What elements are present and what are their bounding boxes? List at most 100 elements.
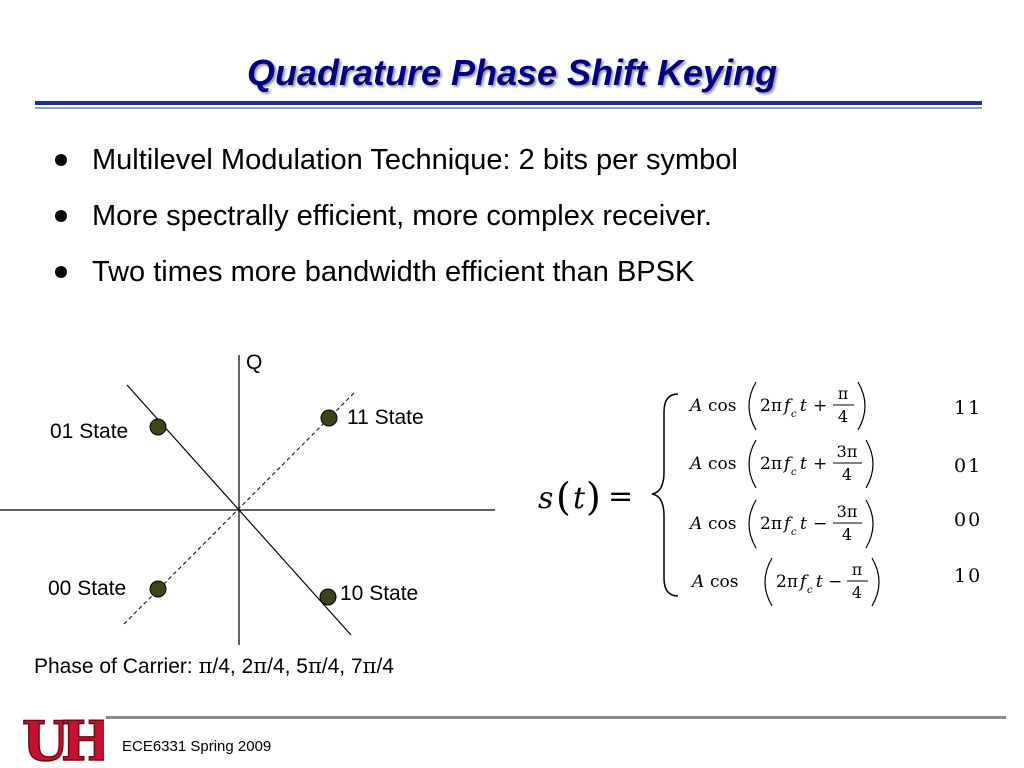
phase-sep: /4, [212, 655, 242, 678]
pi-symbol: π [253, 654, 268, 678]
lhs-t: t [573, 481, 586, 516]
state-11-label: 11 State [347, 406, 424, 429]
state-01-label: 01 State [50, 420, 129, 443]
frac-num: 3π [837, 502, 858, 521]
close-paren [865, 439, 874, 489]
freq-f: f [782, 514, 793, 534]
phase-num: 5 [296, 655, 308, 678]
bullet-item: Multilevel Modulation Technique: 2 bits … [52, 132, 738, 188]
frac-den: 4 [842, 465, 852, 484]
left-brace [651, 393, 679, 597]
open-paren [748, 381, 757, 431]
freq-sub: c [791, 409, 797, 420]
frac-den: 4 [852, 583, 862, 602]
footer-rule [106, 716, 1006, 719]
freq-sub: c [791, 527, 797, 538]
bullet-list: Multilevel Modulation Technique: 2 bits … [52, 132, 738, 300]
freq-sub: c [791, 467, 797, 478]
sign: + [813, 454, 827, 474]
q-axis-label: Q [246, 351, 263, 374]
pi-symbol: π [362, 654, 377, 678]
title-underline [35, 101, 982, 105]
two-pi: 2π [760, 396, 782, 416]
lhs-open-paren: ( [556, 475, 571, 519]
sign: − [828, 572, 842, 592]
qpsk-equation: s ( t ) = A cos 2π f c t + π 4 11 A cos … [538, 381, 982, 607]
frac-num: π [838, 384, 849, 403]
close-paren [865, 499, 874, 549]
lhs-close-paren: ) [586, 475, 601, 519]
time-t: t [800, 514, 807, 534]
sign: + [813, 396, 827, 416]
equation-row: A cos 2π f c t − π 4 10 [690, 557, 982, 607]
time-t: t [800, 454, 807, 474]
bullet-text: Two times more bandwidth efficient than … [92, 256, 695, 288]
phase-prefix: Phase of Carrier: [34, 655, 199, 678]
bits-label: 00 [954, 509, 982, 531]
time-t: t [800, 396, 807, 416]
phase-num: 7 [350, 655, 363, 678]
cos-text: cos [710, 572, 738, 592]
phase-caption: Phase of Carrier: π/4, 2π/4, 5π/4, 7π/4 [34, 654, 394, 679]
cos-text: cos [708, 514, 736, 534]
bits-label: 01 [954, 455, 982, 477]
bullet-item: Two times more bandwidth efficient than … [52, 244, 738, 300]
pi-symbol: π [307, 654, 322, 678]
bullet-text: Multilevel Modulation Technique: 2 bits … [92, 144, 738, 176]
freq-f: f [782, 396, 793, 416]
constellation-diagram [0, 355, 495, 645]
point-01 [149, 418, 167, 436]
two-pi: 2π [760, 454, 782, 474]
state-10-label: 10 State [340, 582, 419, 605]
point-11 [320, 409, 338, 427]
lhs-s: s [538, 481, 553, 516]
title-underline-thin [35, 107, 982, 109]
frac-den: 4 [842, 525, 852, 544]
bullet-icon [55, 266, 67, 278]
open-paren [748, 439, 757, 489]
state-00-label: 00 State [48, 577, 127, 600]
footer-course: ECE6331 Spring 2009 [122, 738, 272, 755]
frac-num: 3π [837, 442, 858, 461]
amplitude: A [690, 572, 704, 592]
cos-text: cos [708, 454, 736, 474]
amplitude: A [688, 396, 702, 416]
diagonal-dashed [123, 392, 355, 625]
amplitude: A [688, 454, 702, 474]
bits-label: 10 [954, 565, 982, 587]
sign: − [813, 514, 827, 534]
open-paren [764, 557, 773, 607]
time-t: t [816, 572, 823, 592]
close-paren [857, 381, 866, 431]
bits-label: 11 [954, 397, 982, 419]
equation-row: A cos 2π f c t + π 4 11 [688, 381, 982, 431]
freq-f: f [782, 454, 793, 474]
amplitude: A [688, 514, 702, 534]
bullet-icon [55, 154, 67, 166]
phase-sep: /4, [267, 655, 297, 678]
two-pi: 2π [776, 572, 798, 592]
equals-sign: = [608, 479, 633, 514]
uh-logo-text: UH [22, 710, 104, 768]
phase-num: 2 [241, 655, 254, 678]
point-10 [319, 588, 337, 606]
bullet-icon [55, 210, 67, 222]
open-paren [748, 499, 757, 549]
pi-symbol: π [198, 654, 213, 678]
frac-num: π [852, 560, 863, 579]
equation-row: A cos 2π f c t + 3π 4 01 [688, 439, 982, 489]
freq-sub: c [807, 585, 813, 596]
equation-row: A cos 2π f c t − 3π 4 00 [688, 499, 982, 549]
cos-text: cos [708, 396, 736, 416]
uh-logo: UH [22, 710, 104, 768]
point-00 [149, 580, 167, 598]
freq-f: f [798, 572, 809, 592]
close-paren [871, 557, 880, 607]
frac-den: 4 [838, 407, 848, 426]
slide-title: Quadrature Phase Shift Keying [246, 52, 778, 93]
phase-sep: /4, [321, 655, 351, 678]
two-pi: 2π [760, 514, 782, 534]
bullet-text: More spectrally efficient, more complex … [92, 200, 712, 232]
phase-sep: /4 [376, 655, 394, 678]
bullet-item: More spectrally efficient, more complex … [52, 188, 738, 244]
